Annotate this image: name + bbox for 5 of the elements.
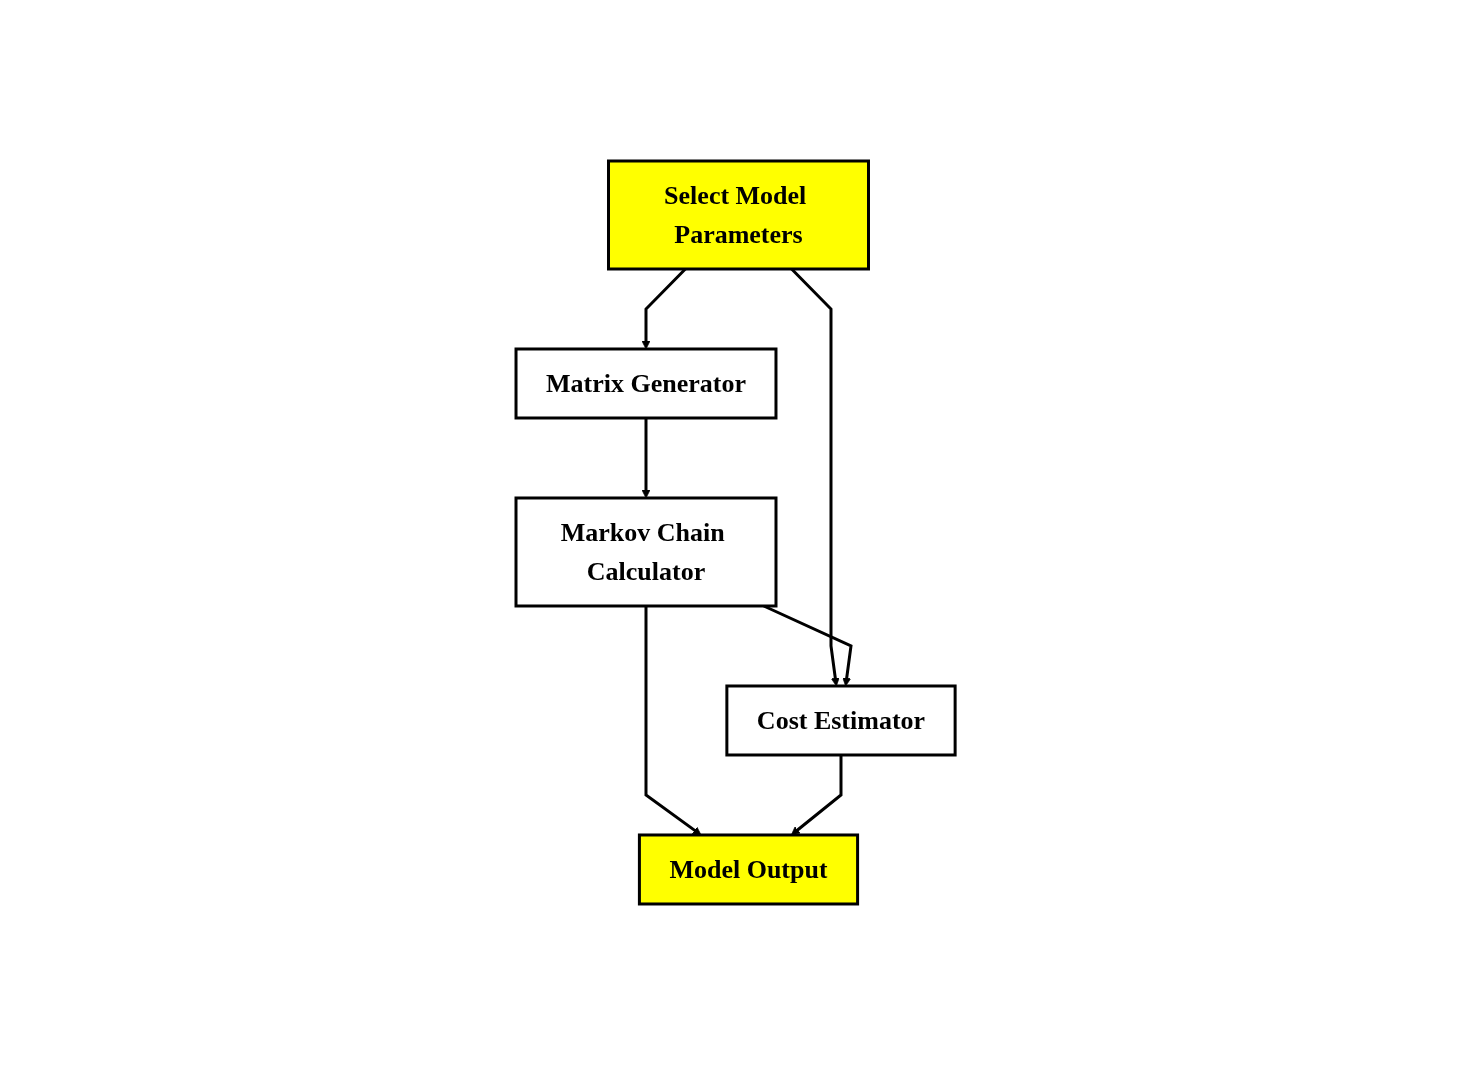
node-box: Markov Chain Calculator xyxy=(514,496,778,608)
node-box: Matrix Generator xyxy=(514,347,778,420)
node-box: Model Output xyxy=(638,833,860,906)
node-box: Cost Estimator xyxy=(725,684,958,757)
node-box: Select Model Parameters xyxy=(607,159,871,271)
